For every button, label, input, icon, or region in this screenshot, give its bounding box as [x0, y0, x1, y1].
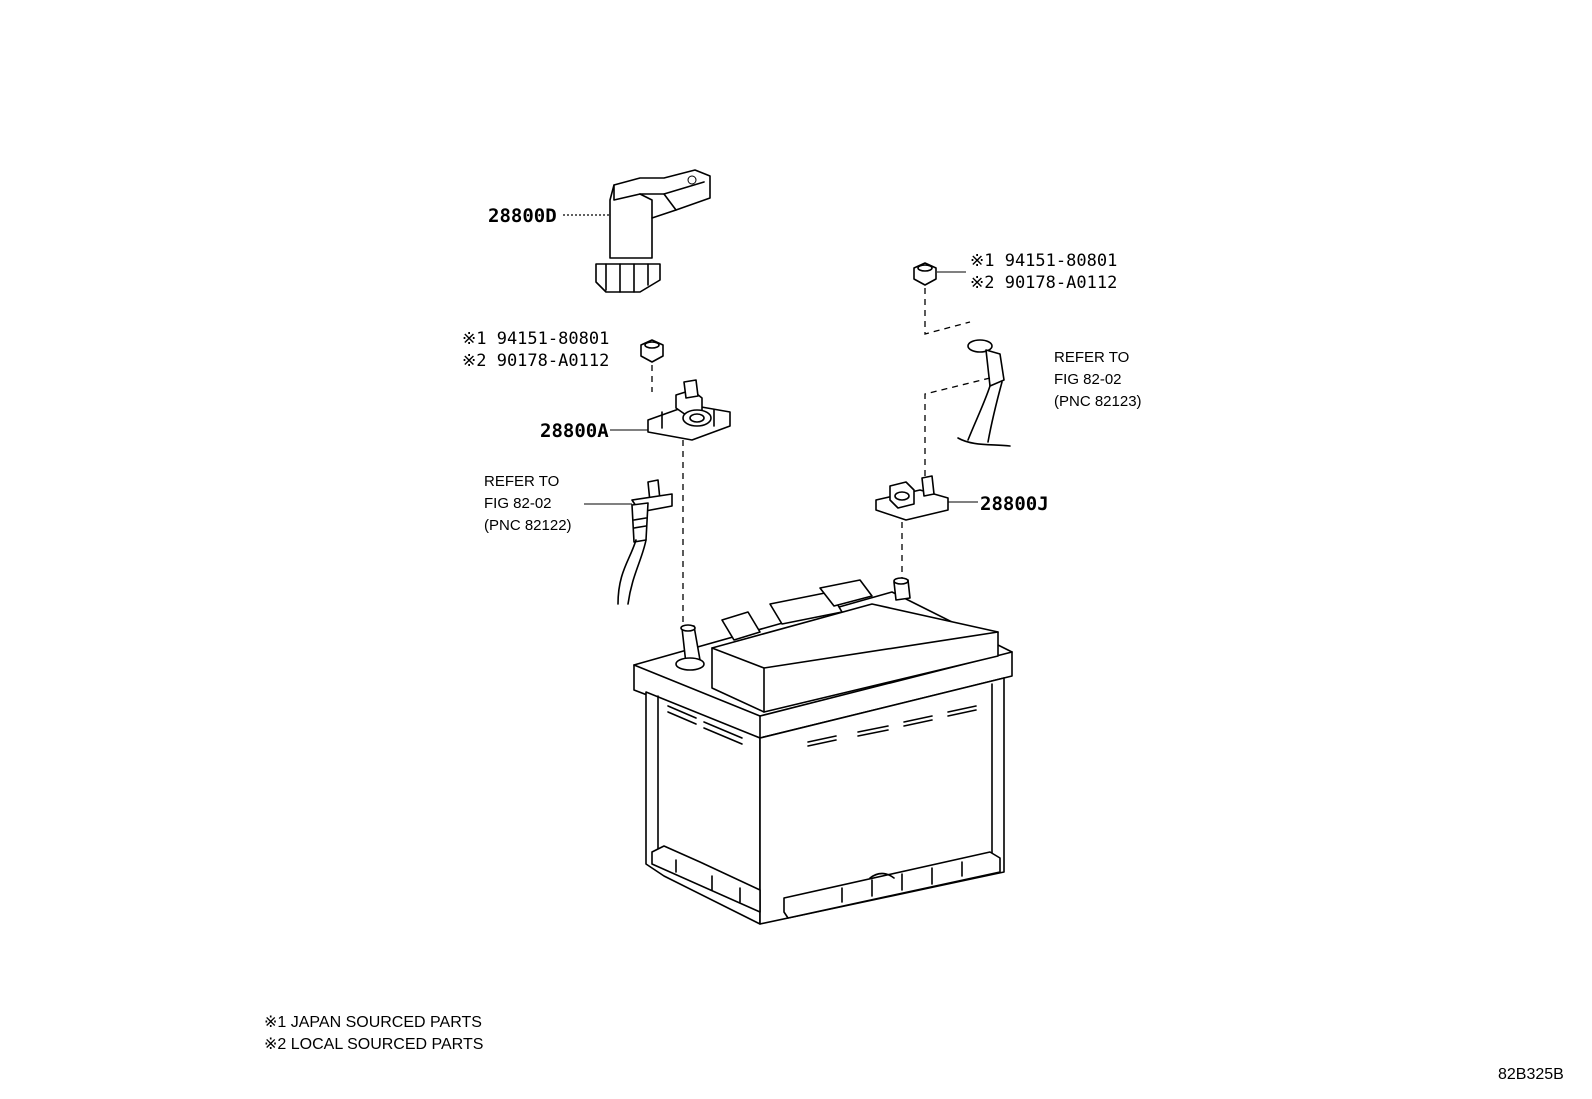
positive-cable-illustration[interactable] — [957, 339, 1011, 447]
nut-left-part-line2[interactable]: ※2 90178-A0112 — [462, 351, 609, 371]
legend-japan-sourced: ※1 JAPAN SOURCED PARTS — [264, 1014, 482, 1031]
refer-right-line2[interactable]: FIG 82-02 — [1054, 371, 1122, 388]
nut-left-part-line1[interactable]: ※1 94151-80801 — [462, 329, 609, 349]
refer-left-line1[interactable]: REFER TO — [484, 473, 559, 490]
refer-left-line2[interactable]: FIG 82-02 — [484, 495, 552, 512]
nut-right-part-line1[interactable]: ※1 94151-80801 — [970, 251, 1117, 271]
nut-right-part-line2[interactable]: ※2 90178-A0112 — [970, 273, 1117, 293]
legend-local-sourced: ※2 LOCAL SOURCED PARTS — [264, 1036, 483, 1053]
refer-right-line3[interactable]: (PNC 82123) — [1054, 393, 1142, 410]
part-28800J-label[interactable]: 28800J — [980, 493, 1049, 515]
refer-right-line1[interactable]: REFER TO — [1054, 349, 1129, 366]
terminal-cover-illustration[interactable] — [595, 169, 711, 293]
figure-id: 82B325B — [1498, 1066, 1564, 1083]
battery-illustration — [633, 577, 1013, 925]
nut-left-illustration[interactable] — [640, 339, 664, 363]
nut-right-illustration[interactable] — [913, 262, 937, 286]
part-28800A-label[interactable]: 28800A — [540, 420, 609, 442]
negative-clamp-illustration[interactable] — [647, 379, 731, 441]
negative-cable-illustration[interactable] — [617, 479, 673, 605]
refer-left-line3[interactable]: (PNC 82122) — [484, 517, 572, 534]
part-28800D-label[interactable]: 28800D — [488, 205, 557, 227]
positive-clamp-illustration[interactable] — [875, 475, 949, 521]
